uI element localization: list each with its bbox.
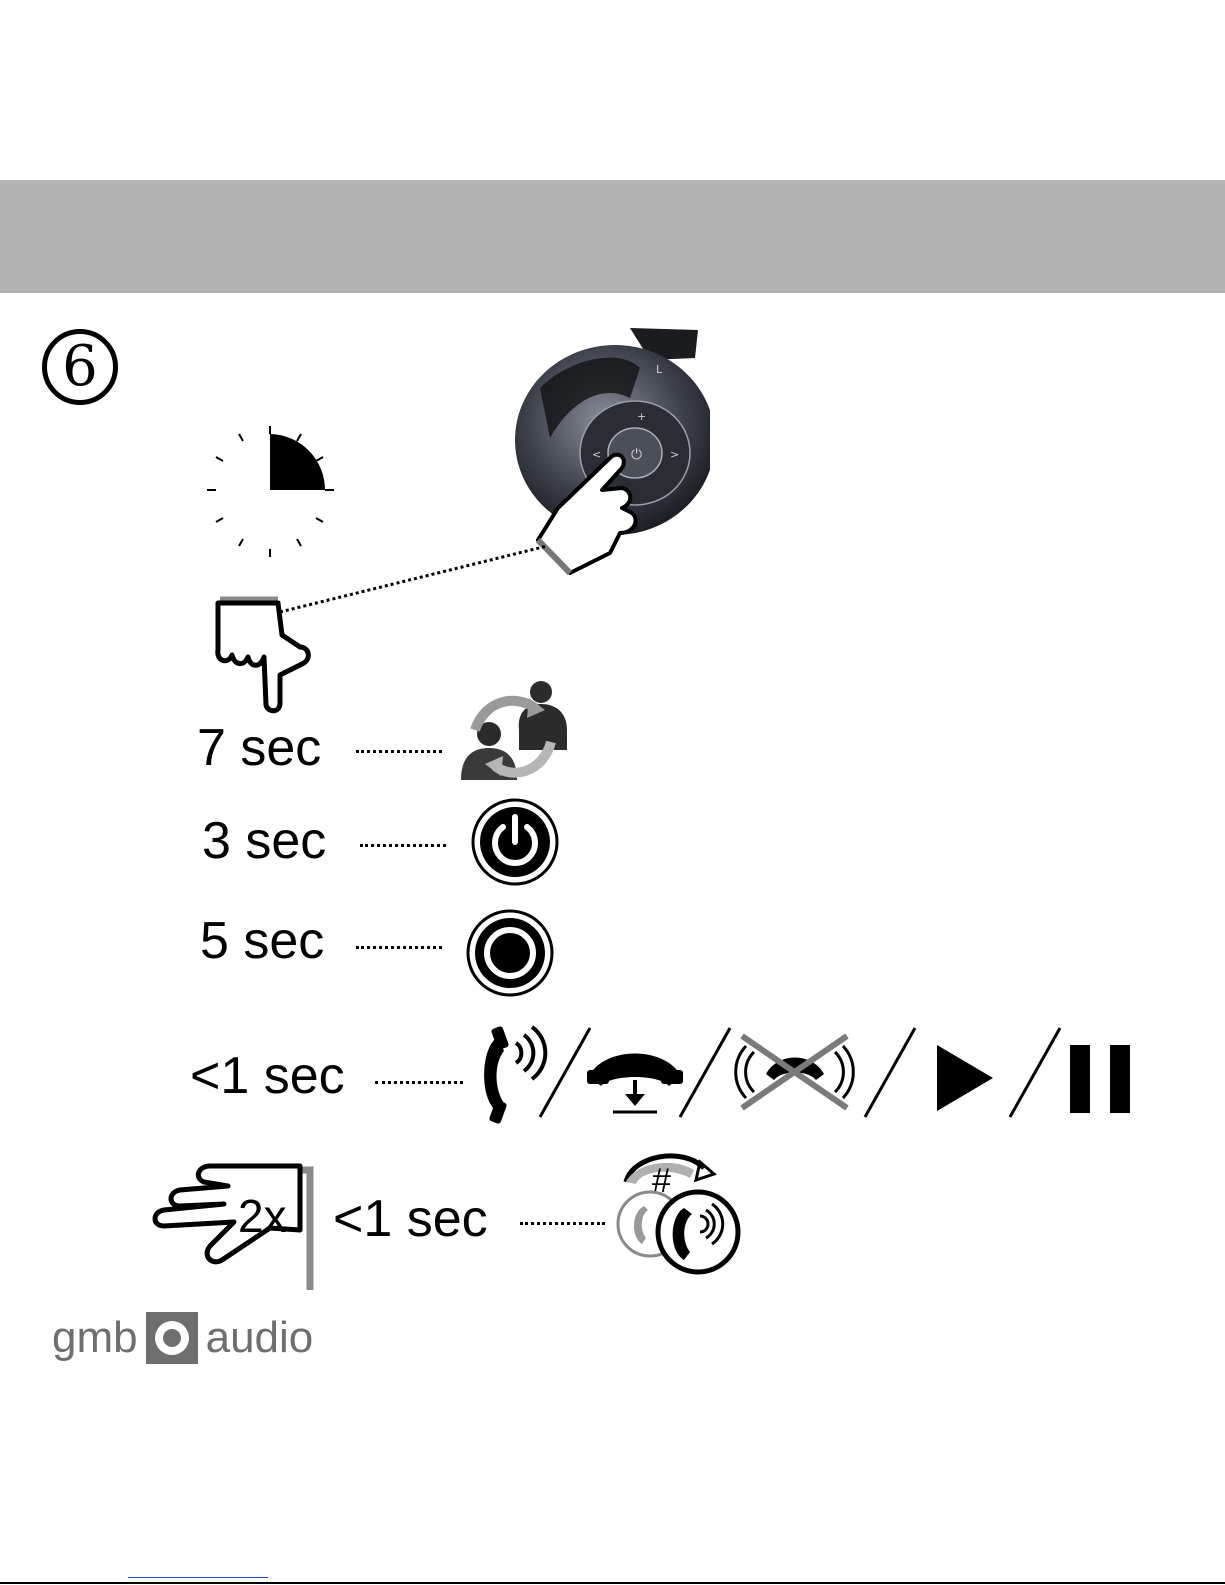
redial-icon: # [612,1140,747,1275]
row-dots [356,946,442,949]
brand-logo: gmb audio [52,1305,313,1371]
circle-icon [465,908,555,998]
svg-text:+: + [637,410,646,423]
brand-mark-icon [146,1312,198,1364]
svg-text:<: < [592,448,601,461]
slash-divider [860,1025,920,1120]
play-icon [935,1043,995,1113]
pairing-people-icon [455,680,575,790]
row-label-3-sec: 3 sec [202,815,326,867]
row-dots [356,750,442,753]
slash-divider [675,1025,735,1120]
row-dots [520,1222,605,1225]
footer-rule [0,1582,1225,1584]
brand-logo-right: audio [206,1313,314,1363]
reject-call-icon [732,1030,857,1115]
row-label-less-1-sec-double: <1 sec [333,1193,488,1245]
svg-text:L: L [656,363,663,376]
row-label-5-sec: 5 sec [200,915,324,967]
hang-up-icon [585,1040,685,1120]
row-label-7-sec: 7 sec [197,722,321,774]
timer-clock-icon [203,424,338,559]
svg-text:>: > [670,448,679,461]
step-number-badge: 6 [42,329,118,405]
slash-divider [1005,1025,1065,1120]
double-tap-count: 2x [238,1193,287,1239]
svg-text:⏻: ⏻ [631,447,642,463]
header-band [0,180,1225,293]
row-label-less-1-sec: <1 sec [190,1050,345,1102]
row-dots [360,844,446,847]
brand-logo-left: gmb [52,1313,138,1363]
power-icon [470,797,560,887]
row-dots [375,1081,463,1084]
press-hand-icon [208,595,318,715]
footer-link-underline [128,1577,268,1578]
double-tap-hand-icon [150,1160,320,1300]
pause-icon [1068,1043,1133,1115]
